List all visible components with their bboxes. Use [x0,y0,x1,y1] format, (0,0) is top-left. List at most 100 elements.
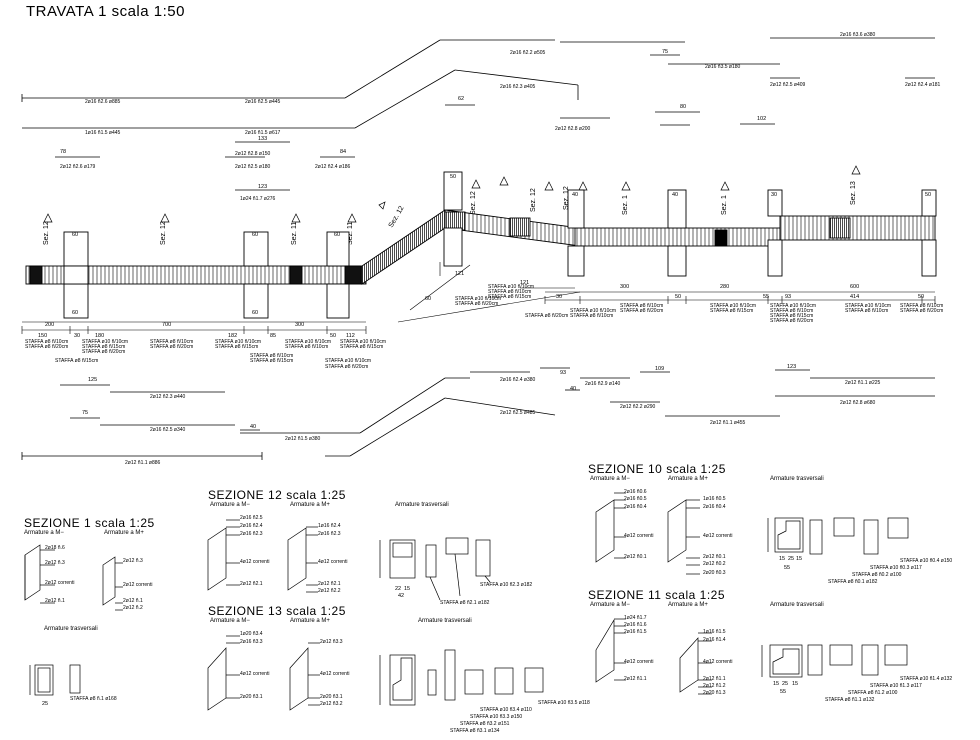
bar-label: 1ø24 ñ1.7 ø276 [240,196,276,202]
span-dim: 121 [455,271,464,277]
column [443,171,463,211]
dimension-lines [21,262,936,334]
svg-text:2ø16 ñ2.4: 2ø16 ñ2.4 [240,523,263,529]
bottom-bar-labels: 125 75 40 93 40 109 123 2ø12 ñ2.3 ø440 2… [82,364,881,466]
svg-text:STAFFA ø8 ñ.1 ø168: STAFFA ø8 ñ.1 ø168 [70,696,117,702]
dim-label: 78 [60,149,66,155]
svg-text:STAFFA ø8 ñ0.2 ø100: STAFFA ø8 ñ0.2 ø100 [852,572,902,578]
section-12-transverse: Armature trasversali [395,502,449,508]
svg-text:1ø16 ñ2.4: 1ø16 ñ2.4 [318,523,341,529]
dim-label: 80 [680,104,686,110]
svg-text:2ø12 ñ1.1: 2ø12 ñ1.1 [703,676,726,682]
column [243,231,269,267]
svg-text:STAFFA ø8 ñ/20cm: STAFFA ø8 ñ/20cm [620,308,663,314]
beam-segment-inclined [361,209,446,285]
section-13-title: SEZIONE 13 scala 1:25 [208,604,346,618]
section-1-drawing [24,544,123,696]
bar-label: 2ø16 ñ3.6 ø380 [840,32,876,38]
svg-text:STAFFA ø10 ñ3.4 ø110: STAFFA ø10 ñ3.4 ø110 [480,707,532,713]
svg-text:2ø16 ñ2.5: 2ø16 ñ2.5 [240,515,263,521]
svg-text:2ø12 correnti: 2ø12 correnti [123,582,152,588]
span-dim: 121 [520,280,529,286]
section-13-transverse: Armature trasversali [418,618,472,624]
svg-text:STAFFA ø8 ñ/10cm: STAFFA ø8 ñ/10cm [25,339,68,345]
dim-label: 109 [655,366,664,372]
section-mark: Sez. 12 [530,188,537,212]
svg-text:1ø16 ñ0.5: 1ø16 ñ0.5 [703,496,726,502]
section-10-sub-minus: Armature a M− [590,476,630,482]
bar-label: 2ø16 ñ2.9 ø140 [585,381,621,387]
svg-text:STAFFA ø8 ñ/10cm: STAFFA ø8 ñ/10cm [845,308,888,314]
svg-text:STAFFA ø8 ñ3.1 ø134: STAFFA ø8 ñ3.1 ø134 [450,728,500,734]
svg-text:STAFFA ø10 ñ/10cm: STAFFA ø10 ñ/10cm [340,339,386,345]
bar-label: 2ø12 ñ2.2 ø290 [620,404,656,410]
column-label: 60 [334,232,340,238]
svg-text:2ø12 ñ2.1: 2ø12 ñ2.1 [318,581,341,587]
svg-text:4ø12 correnti: 4ø12 correnti [240,671,269,677]
section-mark: Sez. 12 [388,205,406,229]
svg-text:STAFFA ø8 ñ/15cm: STAFFA ø8 ñ/15cm [770,313,813,319]
sub-dim: 30 [74,333,80,339]
section-1-labels: 2ø18 ñ.6 2ø12 ñ.3 2ø12 correnti 2ø12 ñ.1… [42,545,152,707]
bar-label: 2ø16 ñ2.4 ø380 [500,377,536,383]
section-12-title: SEZIONE 12 scala 1:25 [208,488,346,502]
section-mark: Sez. 12 [563,186,570,210]
section-12-drawing [207,519,491,601]
bar-label: 2ø16 ñ1.5 ø617 [245,130,281,136]
bar-label: 2ø12 ñ2.8 ø200 [555,126,591,132]
svg-text:2ø16 ñ2.3: 2ø16 ñ2.3 [318,531,341,537]
bar-label: 2ø16 ñ2.2 ø505 [510,50,546,56]
svg-text:STAFFA ø8 ñ/15cm: STAFFA ø8 ñ/15cm [710,308,753,314]
svg-text:STAFFA ø8 ñ/20cm: STAFFA ø8 ñ/20cm [25,344,68,350]
svg-text:42: 42 [398,593,404,599]
sub-dim: 180 [95,333,104,339]
section-13-sub-plus: Armature a M+ [290,618,330,624]
svg-text:STAFFA ø8 ñ/20cm: STAFFA ø8 ñ/20cm [900,308,943,314]
svg-text:STAFFA ø10 ñ/10cm: STAFFA ø10 ñ/10cm [710,303,756,309]
svg-text:STAFFA ø8 ñ/20cm: STAFFA ø8 ñ/20cm [455,301,498,307]
section-mark: Sez. 12 [470,191,477,215]
dim-label: 40 [570,386,576,392]
section-13-labels: 1ø20 ñ3.4 2ø16 ñ3.3 4ø12 correnti 2ø20 ñ… [240,631,590,734]
section-mark: Sez. 12 [43,221,50,245]
svg-text:15: 15 [779,556,785,562]
svg-text:4ø12 correnti: 4ø12 correnti [320,671,349,677]
bar-label: 2ø12 ñ1.1 ø455 [710,420,746,426]
top-reinforcement-bars [21,37,935,191]
column-label: 60 [252,310,258,316]
bottom-reinforcement-bars [21,367,935,460]
svg-text:2ø12 ñ.1: 2ø12 ñ.1 [45,598,65,604]
sub-dim: 60 [425,296,431,302]
dim-label: 125 [88,377,97,383]
svg-text:2ø16 ñ1.4: 2ø16 ñ1.4 [703,637,726,643]
sub-dim: 55 [763,294,769,300]
svg-text:2ø12 ñ0.2: 2ø12 ñ0.2 [703,561,726,567]
bar-label: 2ø12 ñ2.4 ø181 [905,82,941,88]
bar-label: 2ø16 ñ3.5 ø180 [705,64,741,70]
svg-text:2ø20 ñ3.1: 2ø20 ñ3.1 [240,694,263,700]
svg-text:2ø16 ñ0.4: 2ø16 ñ0.4 [624,504,647,510]
column-label: 50 [450,174,456,180]
bar-label: 2ø16 ñ2.3 ø405 [500,84,536,90]
span-dim: 200 [45,322,54,328]
sub-dim: 150 [38,333,47,339]
svg-text:55: 55 [784,565,790,571]
sub-dim: 30 [556,294,562,300]
svg-text:1ø16 ñ1.5: 1ø16 ñ1.5 [703,629,726,635]
svg-text:15: 15 [796,556,802,562]
svg-text:STAFFA ø8 ñ1.2 ø100: STAFFA ø8 ñ1.2 ø100 [848,690,898,696]
svg-text:2ø12 ñ.3: 2ø12 ñ.3 [45,560,65,566]
svg-text:15: 15 [404,586,410,592]
svg-text:STAFFA ø8 ñ/10cm: STAFFA ø8 ñ/10cm [150,339,193,345]
dim-label: 133 [258,136,267,142]
svg-text:2ø12 ñ3.2: 2ø12 ñ3.2 [320,701,343,707]
bar-label: 2ø16 ñ2.5 ø445 [245,99,281,105]
svg-text:STAFFA ø8 ñ/20cm: STAFFA ø8 ñ/20cm [82,349,125,355]
section-mark: Sez. 12 [160,221,167,245]
svg-text:STAFFA ø10 ñ/10cm: STAFFA ø10 ñ/10cm [215,339,261,345]
column-label: 60 [72,310,78,316]
bar-label: 2ø12 ñ2.6 ø179 [60,164,96,170]
bar-label: 2ø12 ñ2.5 ø180 [235,164,271,170]
svg-text:STAFFA ø8 ñ0.1 ø182: STAFFA ø8 ñ0.1 ø182 [828,579,878,585]
